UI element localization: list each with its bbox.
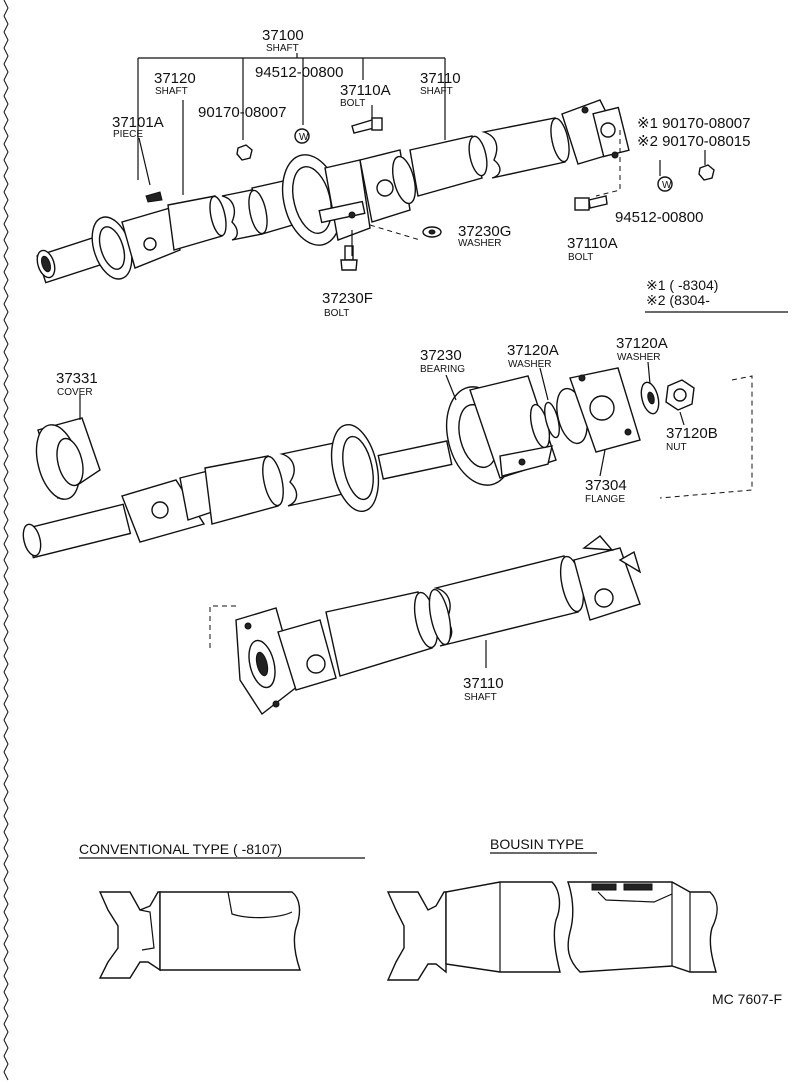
label-37110-sub: SHAFT xyxy=(420,86,453,97)
note-star1: ※1 ( -8304) xyxy=(646,277,718,293)
label-37230G-sub: WASHER xyxy=(458,238,502,249)
note-star2: ※2 (8304- xyxy=(646,292,710,308)
label-37110A-b: 37110A xyxy=(567,235,618,252)
label-37230-sub: BEARING xyxy=(420,364,465,375)
label-37100-sub: SHAFT xyxy=(266,43,299,54)
middle-shaft-assembly xyxy=(22,367,695,559)
label-37110-b-sub: SHAFT xyxy=(464,692,497,703)
label-37230G: 37230G xyxy=(458,223,511,240)
label-37120B: 37120B xyxy=(666,425,718,442)
leaders-top xyxy=(351,130,706,256)
bousin-type-drawing xyxy=(386,881,718,981)
label-37230: 37230 xyxy=(420,347,462,364)
label-37230F: 37230F xyxy=(322,290,373,307)
label-37230F-sub: BOLT xyxy=(324,308,349,319)
label-37100: 37100 xyxy=(262,27,304,44)
label-37101A-sub: PIECE xyxy=(113,129,143,140)
label-90170: 90170-08007 xyxy=(198,104,286,121)
label-37110A-a: 37110A xyxy=(340,82,391,99)
label-37120-sub: SHAFT xyxy=(155,86,188,97)
label-94512-a: 94512-00800 xyxy=(255,64,343,81)
label-bracket-37100 xyxy=(137,53,446,195)
label-37120B-sub: NUT xyxy=(666,442,687,453)
label-37120A-b-sub: WASHER xyxy=(617,352,661,363)
label-37120A-a-sub: WASHER xyxy=(508,359,552,370)
label-37120A-a: 37120A xyxy=(507,342,559,359)
lower-shaft-37110 xyxy=(209,535,642,716)
top-shaft-37100 xyxy=(36,99,630,284)
label-94512-b: 94512-00800 xyxy=(615,209,703,226)
label-37304: 37304 xyxy=(585,477,627,494)
label-37110A-a-sub: BOLT xyxy=(340,98,365,109)
label-37110-b: 37110 xyxy=(463,675,504,692)
binding-edge xyxy=(3,0,9,1081)
bousin-type-heading: BOUSIN TYPE xyxy=(490,836,584,852)
leaders-middle xyxy=(79,361,753,668)
label-37120A-b: 37120A xyxy=(616,335,668,352)
washer-w-marker-1: W xyxy=(299,132,309,143)
label-37101A: 37101A xyxy=(112,114,164,131)
label-37120: 37120 xyxy=(154,70,196,87)
label-37304-sub: FLANGE xyxy=(585,494,625,505)
label-37331-sub: COVER xyxy=(57,387,93,398)
label-37110A-b-sub: BOLT xyxy=(568,252,593,263)
label-star2-part: ※2 90170-08015 xyxy=(637,133,751,150)
hardware-top xyxy=(145,117,715,271)
label-37110: 37110 xyxy=(420,70,461,87)
washer-w-marker-2: W xyxy=(662,180,672,191)
label-star1-part: ※1 90170-08007 xyxy=(637,115,751,132)
conventional-type-heading: CONVENTIONAL TYPE ( -8107) xyxy=(79,841,282,857)
conventional-type-drawing xyxy=(98,891,301,979)
catalog-code: MC 7607-F xyxy=(712,991,782,1007)
label-37331: 37331 xyxy=(56,370,98,387)
